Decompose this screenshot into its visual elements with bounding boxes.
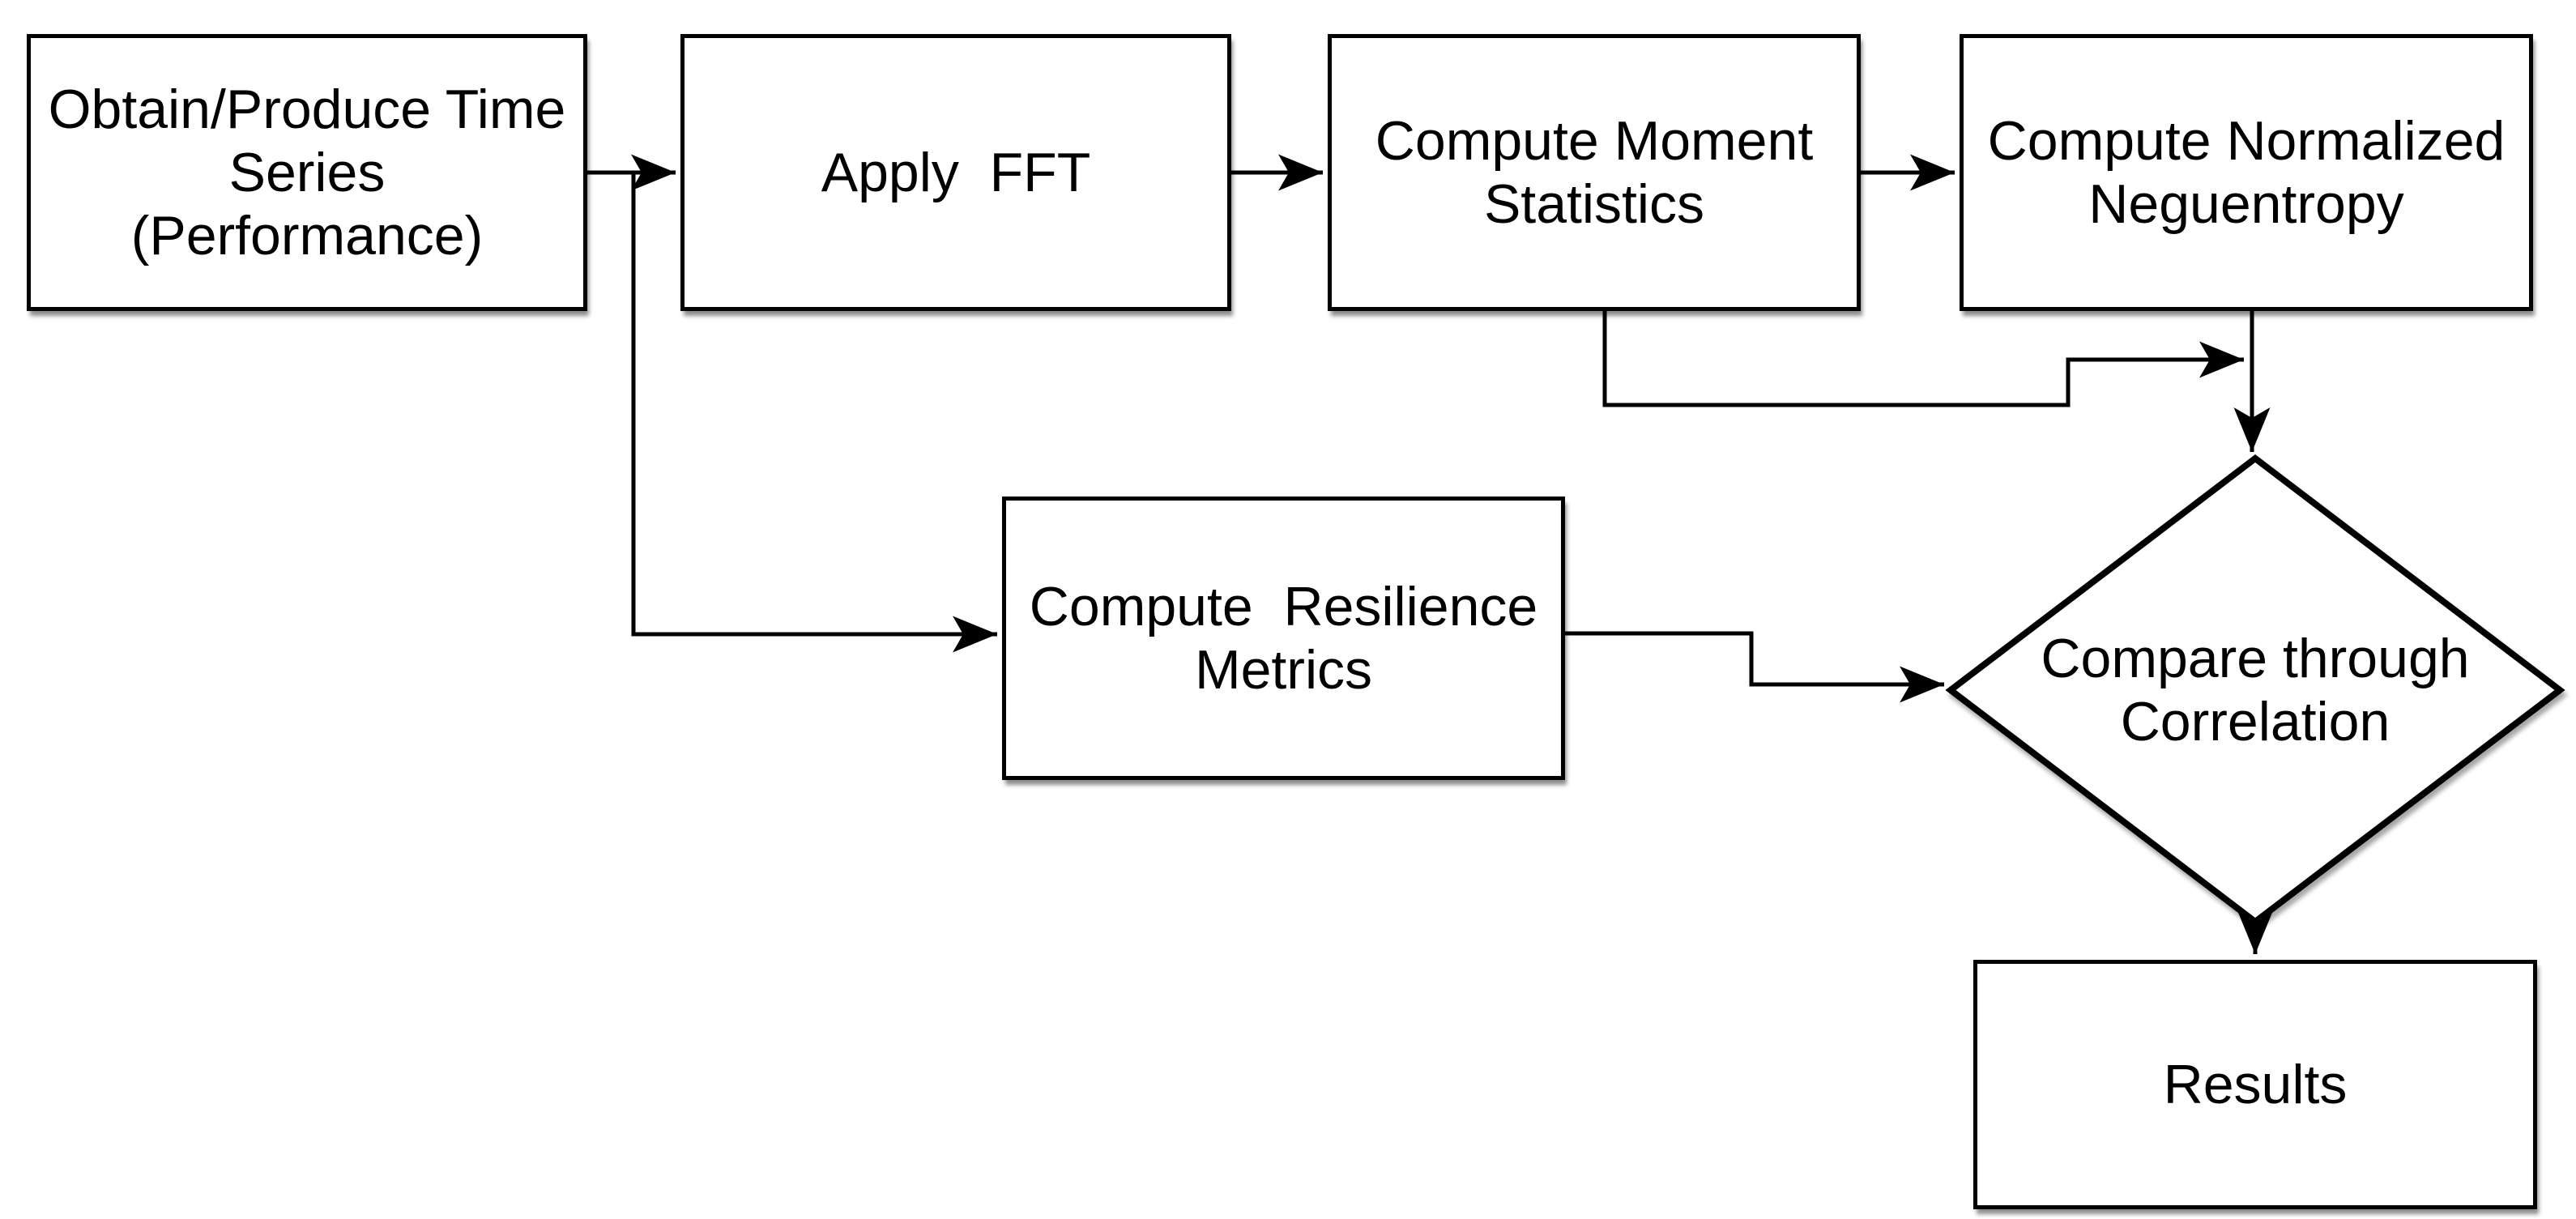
edge-obtain-to-resilience <box>631 173 997 653</box>
edge-resilience-to-compare <box>1565 631 1944 703</box>
node-results-label: Results <box>2163 1053 2348 1115</box>
node-apply-fft: Apply FFT <box>680 34 1231 311</box>
node-compute-moment-statistics: Compute Moment Statistics <box>1328 34 1861 311</box>
node-compare-through-correlation: Compare through Correlation <box>1951 458 2560 922</box>
node-obtain-time-series: Obtain/Produce Time Series (Performance) <box>27 34 587 311</box>
node-compare-through-correlation-label: Compare through Correlation <box>2041 627 2470 752</box>
diamond-compare-shape <box>1945 454 2565 927</box>
node-obtain-time-series-label: Obtain/Produce Time Series (Performance) <box>48 78 566 267</box>
node-compute-moment-statistics-label: Compute Moment Statistics <box>1375 109 1814 235</box>
node-compute-resilience-metrics-label: Compute Resilience Metrics <box>1029 575 1538 701</box>
node-compute-normalized-neguentropy-label: Compute Normalized Neguentropy <box>1987 109 2506 235</box>
node-apply-fft-label: Apply FFT <box>821 141 1091 203</box>
edge-moment-to-compare <box>1602 311 2244 407</box>
node-results: Results <box>1973 960 2537 1209</box>
node-compute-resilience-metrics: Compute Resilience Metrics <box>1002 497 1565 780</box>
node-compute-normalized-neguentropy: Compute Normalized Neguentropy <box>1960 34 2533 311</box>
